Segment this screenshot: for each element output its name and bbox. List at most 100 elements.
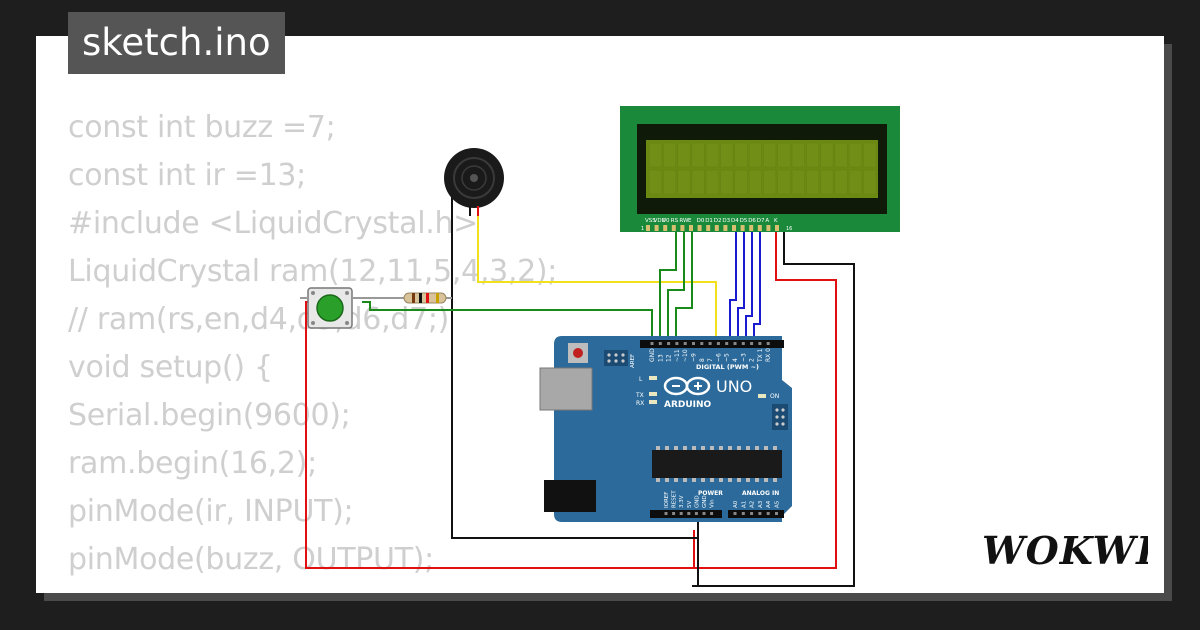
lcd-cell — [648, 169, 662, 195]
power-pin-label: GND — [702, 495, 708, 508]
lcd-pin-label: A — [765, 218, 769, 224]
digital-pin-label: TX 1 — [757, 348, 764, 363]
analog-pin-label: A3 — [758, 500, 764, 508]
chip-leg — [701, 446, 705, 450]
resistor[interactable] — [403, 292, 447, 304]
digital-pin — [658, 342, 662, 345]
lcd-cell — [677, 142, 691, 168]
lcd-pin-label: K — [774, 218, 778, 224]
analog-label: ANALOG IN — [742, 490, 779, 497]
digital-pin-label: 2 — [749, 358, 756, 362]
chip-leg — [665, 478, 669, 482]
lcd-cell — [705, 169, 719, 195]
analog-pin — [733, 512, 737, 515]
lcd-pin — [654, 225, 659, 231]
lcd-cell — [763, 169, 777, 195]
chip-leg — [755, 478, 759, 482]
digital-pin — [741, 342, 745, 345]
digital-pin — [683, 342, 687, 345]
digital-pin-label: 7 — [707, 358, 714, 362]
chip-leg — [764, 446, 768, 450]
code-line: digitalWrite(buzz, LOW); — [68, 584, 557, 593]
chip-leg — [728, 446, 732, 450]
digital-pin — [750, 342, 754, 345]
lcd-cell — [806, 169, 820, 195]
chip-leg — [701, 478, 705, 482]
code-line: void setup() { — [68, 350, 273, 385]
pushbutton[interactable] — [300, 287, 360, 329]
chip-leg — [746, 478, 750, 482]
on-label: ON — [770, 393, 779, 400]
lcd-cell — [734, 169, 748, 195]
digital-pin-label: ~11 — [674, 349, 681, 362]
digital-pin — [700, 342, 704, 345]
wire-green-rs2 — [667, 232, 685, 348]
digital-pin-label: RX 0 — [765, 348, 772, 362]
analog-pin-label: A5 — [775, 500, 781, 508]
digital-pin — [650, 342, 654, 345]
digital-pin-label: 12 — [666, 354, 673, 362]
lcd-character-cells — [648, 142, 877, 195]
chip-leg — [719, 478, 723, 482]
chip-leg — [656, 478, 660, 482]
digital-header — [640, 340, 784, 348]
power-pin-label: 3.3V — [679, 495, 685, 508]
lcd-pin — [723, 225, 728, 231]
lcd-cell — [663, 169, 677, 195]
lcd-pin — [775, 225, 779, 231]
lcd-pin-label: RW — [679, 218, 689, 224]
lcd-pin-label: RS — [671, 218, 679, 224]
lcd-pin — [646, 225, 650, 231]
chip-leg — [683, 478, 687, 482]
lcd-cell — [734, 142, 748, 168]
wokwi-logo[interactable]: WOKWI — [978, 524, 1148, 580]
lcd-cell — [863, 142, 877, 168]
lcd-cell — [691, 142, 705, 168]
digital-pin — [675, 342, 679, 345]
power-pin-label: IOREF — [664, 492, 670, 508]
power-pin — [702, 512, 706, 515]
power-pin-label: Vin — [710, 499, 716, 508]
lcd-pin — [689, 225, 693, 231]
chip-leg — [755, 446, 759, 450]
lcd-cell — [848, 169, 862, 195]
lcd-pin-label: D2 — [714, 218, 722, 224]
atmega-chip — [652, 450, 782, 478]
lcd-pin — [749, 225, 754, 231]
chip-leg — [746, 446, 750, 450]
chip-leg — [674, 446, 678, 450]
aref-label: AREF — [630, 354, 636, 368]
buzzer[interactable] — [444, 148, 504, 216]
board-brand: ARDUINO — [664, 400, 712, 410]
sketch-title: sketch.ino — [68, 12, 285, 74]
code-line: pinMode(buzz, OUTPUT); — [68, 542, 434, 577]
lcd-pin-label: D7 — [757, 218, 765, 224]
lcd-pin — [740, 225, 745, 231]
lcd-pin-label: D0 — [697, 218, 705, 224]
lcd-pin — [732, 225, 736, 231]
wire-green-rs — [659, 232, 677, 348]
analog-pin — [766, 512, 770, 515]
digital-pin-label: 4 — [732, 358, 739, 362]
arduino-infinity-logo — [663, 376, 711, 396]
code-line: const int buzz =7; — [68, 110, 336, 145]
code-line: ram.begin(16,2); — [68, 446, 317, 481]
chip-leg — [773, 446, 777, 450]
lcd-cell — [791, 169, 805, 195]
usb-port — [539, 367, 593, 411]
lcd-pin — [766, 225, 771, 231]
analog-pin — [758, 512, 762, 515]
analog-pin-label: A1 — [741, 501, 747, 508]
power-pin-label: RESET — [672, 490, 678, 508]
chip-leg — [683, 446, 687, 450]
code-line: pinMode(ir, INPUT); — [68, 494, 354, 529]
lcd-pin-label: E — [688, 218, 692, 224]
lcd-pin-last: 16 — [786, 226, 792, 232]
analog-pin — [775, 512, 778, 515]
lcd-pin-label: D5 — [740, 218, 748, 224]
